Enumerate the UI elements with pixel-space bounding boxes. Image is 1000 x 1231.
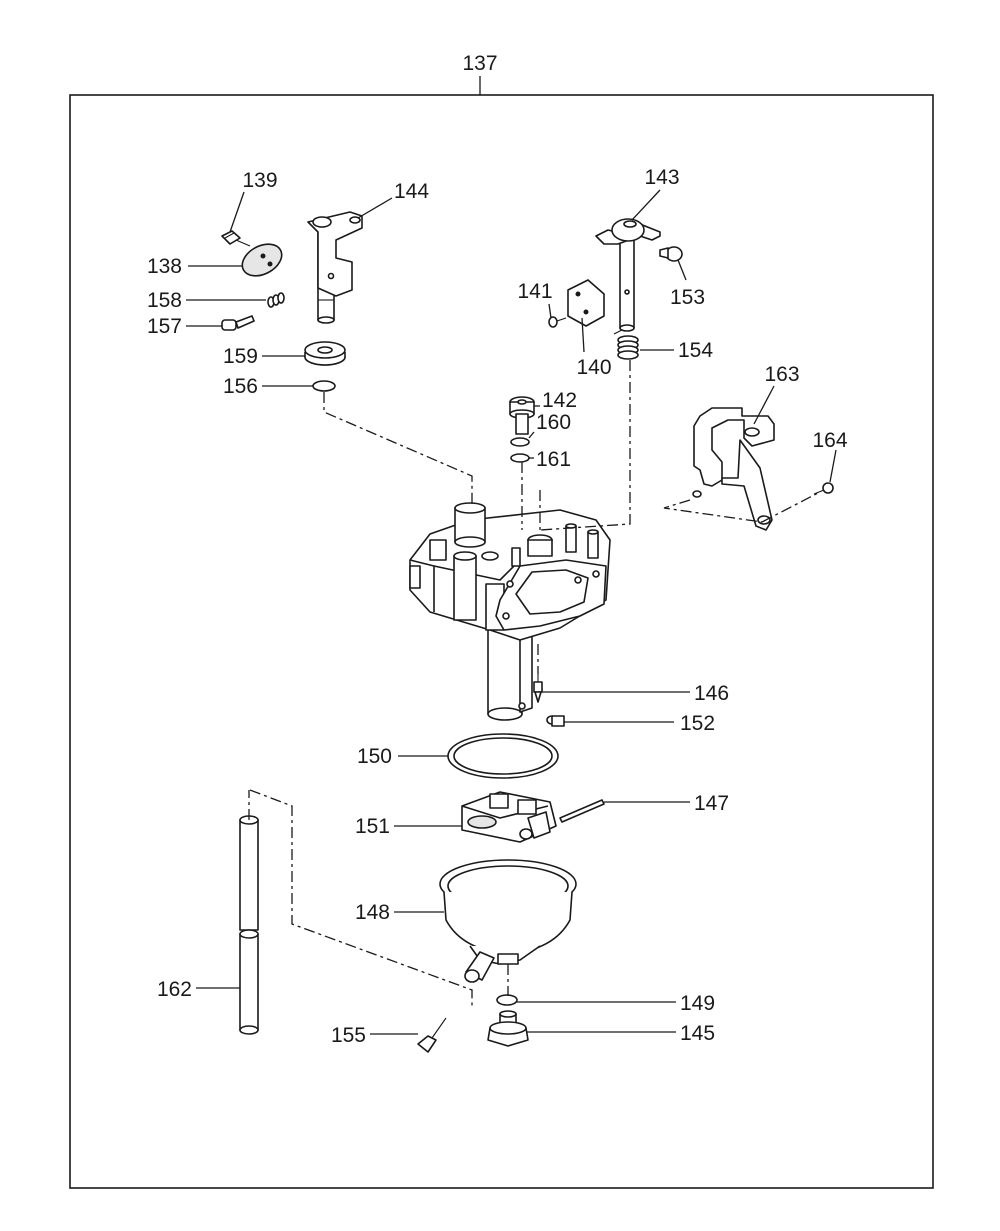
part-label-154: 154: [678, 339, 713, 362]
float-bowl-part: [439, 859, 577, 983]
part-label-139: 139: [242, 169, 277, 192]
part-label-162: 162: [157, 978, 192, 1001]
o-ring-161-part: [510, 453, 530, 463]
small-screw-part: [221, 315, 255, 331]
part-label-157: 157: [147, 315, 182, 338]
float-part: [461, 791, 557, 843]
throttle-plate-part: [567, 279, 605, 327]
part-label-152: 152: [680, 712, 715, 735]
small-spring-part: [267, 292, 285, 308]
part-label-163: 163: [764, 363, 799, 386]
float-needle-part: [533, 674, 543, 703]
part-label-150: 150: [357, 745, 392, 768]
part-label-145: 145: [680, 1022, 715, 1045]
choke-valve-screw-part: [221, 230, 251, 247]
washer-159-part: [304, 341, 346, 366]
part-label-161: 161: [536, 448, 571, 471]
part-label-153: 153: [670, 286, 705, 309]
throttle-spring-part: [613, 329, 639, 360]
part-label-148: 148: [355, 901, 390, 924]
part-label-155: 155: [331, 1024, 366, 1047]
part-label-159: 159: [223, 345, 258, 368]
drain-screw-part: [417, 1017, 447, 1053]
part-label-164: 164: [812, 429, 847, 452]
throttle-screw-153-part: [659, 246, 683, 262]
part-152: [546, 715, 565, 727]
washer-149-part: [496, 994, 518, 1006]
drain-bolt-part: [487, 1010, 529, 1047]
float-pin-part: [559, 799, 605, 823]
part-label-146: 146: [694, 682, 729, 705]
assembly-frame: [69, 94, 934, 1189]
leader-lines: [186, 189, 837, 1035]
throttle-shaft-part: [595, 218, 661, 332]
part-label-160: 160: [536, 411, 571, 434]
pilot-jet-part: [509, 396, 535, 435]
part-label-149: 149: [680, 992, 715, 1015]
part-label-142: 142: [542, 389, 577, 412]
part-label-151: 151: [355, 815, 390, 838]
carburetor-body-part: [409, 502, 611, 721]
part-label-156: 156: [223, 375, 258, 398]
drain-tube-part: [239, 815, 259, 1035]
part-label-158: 158: [147, 289, 182, 312]
o-ring-156-part: [312, 380, 336, 392]
choke-shaft-part: [307, 211, 363, 324]
choke-plate-part: [241, 243, 283, 277]
part-label-141: 141: [517, 280, 552, 303]
o-ring-160-part: [510, 437, 530, 447]
part-label-138: 138: [147, 255, 182, 278]
assembly-number: 137: [462, 52, 497, 75]
part-label-140: 140: [576, 356, 611, 379]
float-bowl-gasket-part: [447, 733, 559, 779]
throttle-plate-screw-part: [548, 316, 567, 328]
part-label-147: 147: [694, 792, 729, 815]
part-label-143: 143: [644, 166, 679, 189]
part-label-144: 144: [394, 180, 429, 203]
bracket-screw-164-part: [813, 482, 834, 495]
assembly-guide-lines: [248, 360, 821, 1006]
bracket-163-part: [692, 407, 775, 531]
